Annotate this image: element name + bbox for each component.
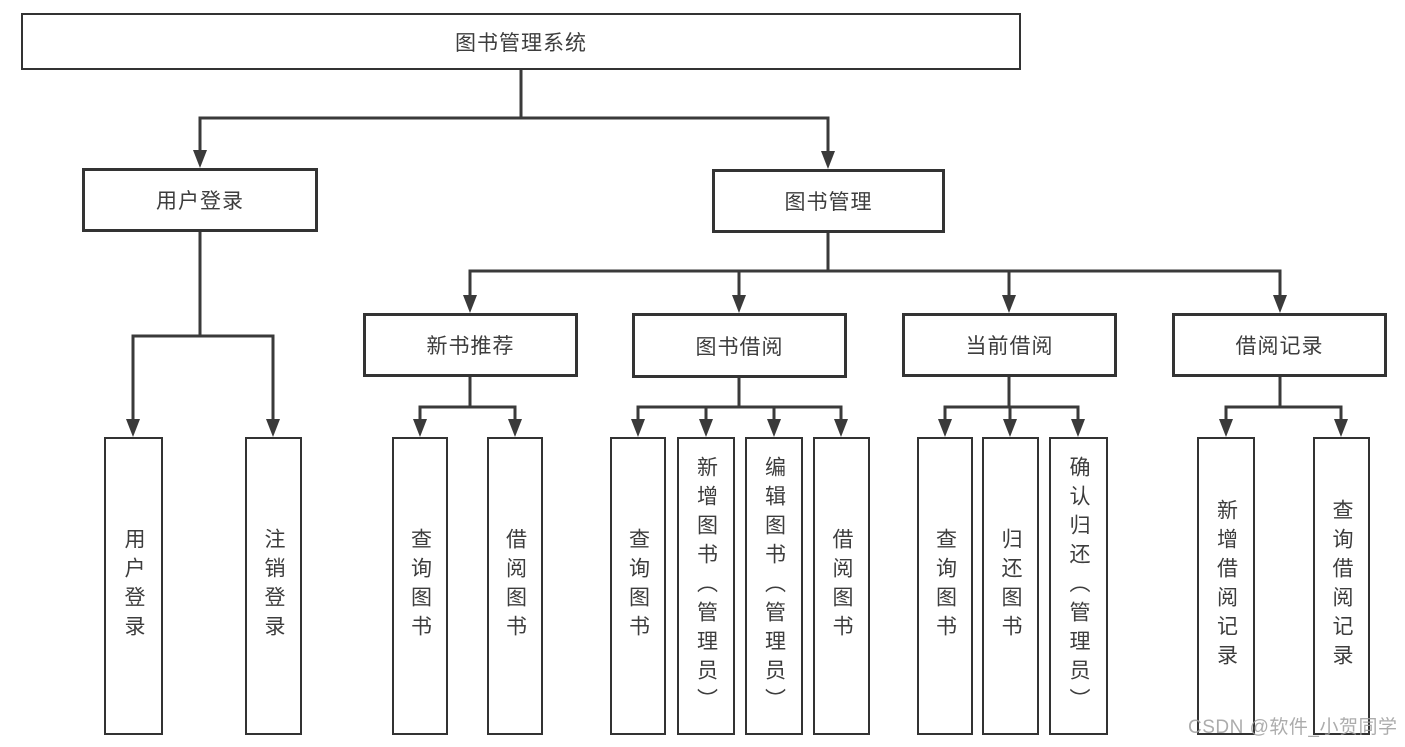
leaf-label: 查询借阅记录 (1330, 499, 1353, 673)
leaf-label: 新增图书（管理员） (694, 455, 718, 717)
leaf-confirm-return-admin: 确认归还（管理员） (1049, 437, 1108, 735)
leaf-logout: 注销登录 (245, 437, 302, 735)
leaf-query-book-borrow: 查询图书 (610, 437, 666, 735)
node-new-book-recommend: 新书推荐 (363, 313, 578, 377)
node-book-management: 图书管理 (712, 169, 945, 233)
leaf-user-login: 用户登录 (104, 437, 163, 735)
leaf-label: 借阅图书 (830, 528, 853, 644)
leaf-label: 归还图书 (999, 528, 1022, 644)
node-borrow-records: 借阅记录 (1172, 313, 1387, 377)
node-label: 图书借阅 (695, 335, 784, 359)
node-current-borrow: 当前借阅 (902, 313, 1117, 377)
leaf-label: 用户登录 (122, 528, 145, 644)
leaf-add-book-admin: 新增图书（管理员） (677, 437, 735, 735)
arrowheads (126, 150, 1348, 437)
node-label: 图书管理系统 (455, 31, 587, 55)
node-user-login: 用户登录 (82, 168, 318, 232)
node-label: 当前借阅 (965, 335, 1054, 358)
leaf-edit-book-admin: 编辑图书（管理员） (745, 437, 803, 735)
leaf-label: 编辑图书（管理员） (762, 455, 786, 717)
leaf-label: 查询图书 (933, 528, 957, 644)
leaf-label: 查询图书 (408, 528, 432, 644)
node-root-library-system: 图书管理系统 (21, 13, 1021, 70)
leaf-borrow-book-recommend: 借阅图书 (487, 437, 543, 735)
node-label: 用户登录 (156, 190, 244, 213)
leaf-label: 借阅图书 (503, 528, 527, 644)
node-label: 图书管理 (784, 191, 873, 214)
leaf-query-book-current: 查询图书 (917, 437, 973, 735)
leaf-return-book: 归还图书 (982, 437, 1039, 735)
csdn-watermark: CSDN @软件_小贺同学 (1188, 717, 1398, 738)
leaf-query-borrow-record: 查询借阅记录 (1313, 437, 1370, 735)
leaf-query-book-recommend: 查询图书 (392, 437, 448, 735)
leaf-label: 注销登录 (262, 528, 285, 644)
node-book-borrow: 图书借阅 (632, 313, 847, 378)
leaf-label: 新增借阅记录 (1214, 499, 1238, 673)
leaf-label: 确认归还（管理员） (1067, 455, 1090, 717)
leaf-add-borrow-record: 新增借阅记录 (1197, 437, 1255, 735)
node-label: 借阅记录 (1235, 335, 1324, 358)
node-label: 新书推荐 (426, 335, 515, 358)
leaf-borrow-book: 借阅图书 (813, 437, 870, 735)
leaf-label: 查询图书 (626, 528, 650, 644)
